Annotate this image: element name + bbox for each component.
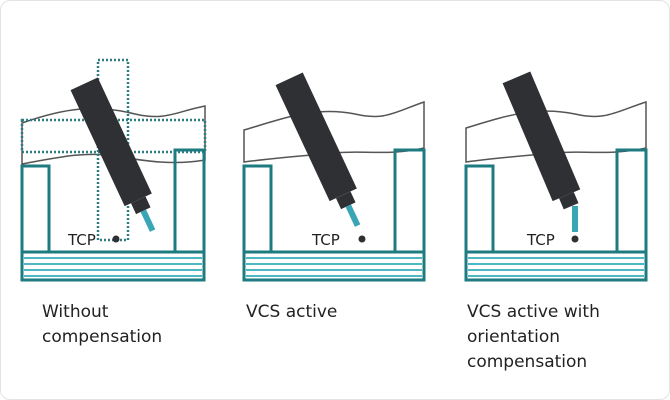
caption-line: VCS active with xyxy=(467,302,600,322)
panel-vcs-orientation: TCP xyxy=(464,71,648,282)
dotted-frame-horizontal xyxy=(20,118,207,154)
caption-vcs-active: VCS active xyxy=(246,300,337,325)
caption-line: compensation xyxy=(467,352,588,372)
tcp-point xyxy=(112,235,120,243)
fixture-stripes xyxy=(24,257,202,277)
tcp-point xyxy=(571,235,579,243)
caption-line: VCS active xyxy=(246,302,338,322)
fixture-stripes xyxy=(246,257,422,277)
tcp-label: TCP xyxy=(67,231,96,249)
panel-vcs-active: TCP xyxy=(242,72,426,282)
fixture-stripes xyxy=(468,257,644,277)
fixture xyxy=(20,148,206,282)
tcp-label: TCP xyxy=(311,231,340,249)
caption-line: compensation xyxy=(42,327,163,347)
tcp-point xyxy=(358,235,366,243)
caption-line: orientation xyxy=(467,327,560,347)
robot-arm xyxy=(70,77,156,232)
caption-vcs-orientation: VCS active with orientation compensation xyxy=(467,300,600,375)
fixture xyxy=(242,148,426,282)
tcp-label: TCP xyxy=(526,231,555,249)
panel-without-compensation: TCP xyxy=(20,58,207,282)
caption-without-compensation: Without compensation xyxy=(42,300,162,350)
caption-line: Without xyxy=(42,302,109,322)
robot-arm xyxy=(275,72,361,227)
tool-tip xyxy=(572,206,578,232)
fixture xyxy=(464,148,648,282)
robot-arm xyxy=(502,71,581,232)
